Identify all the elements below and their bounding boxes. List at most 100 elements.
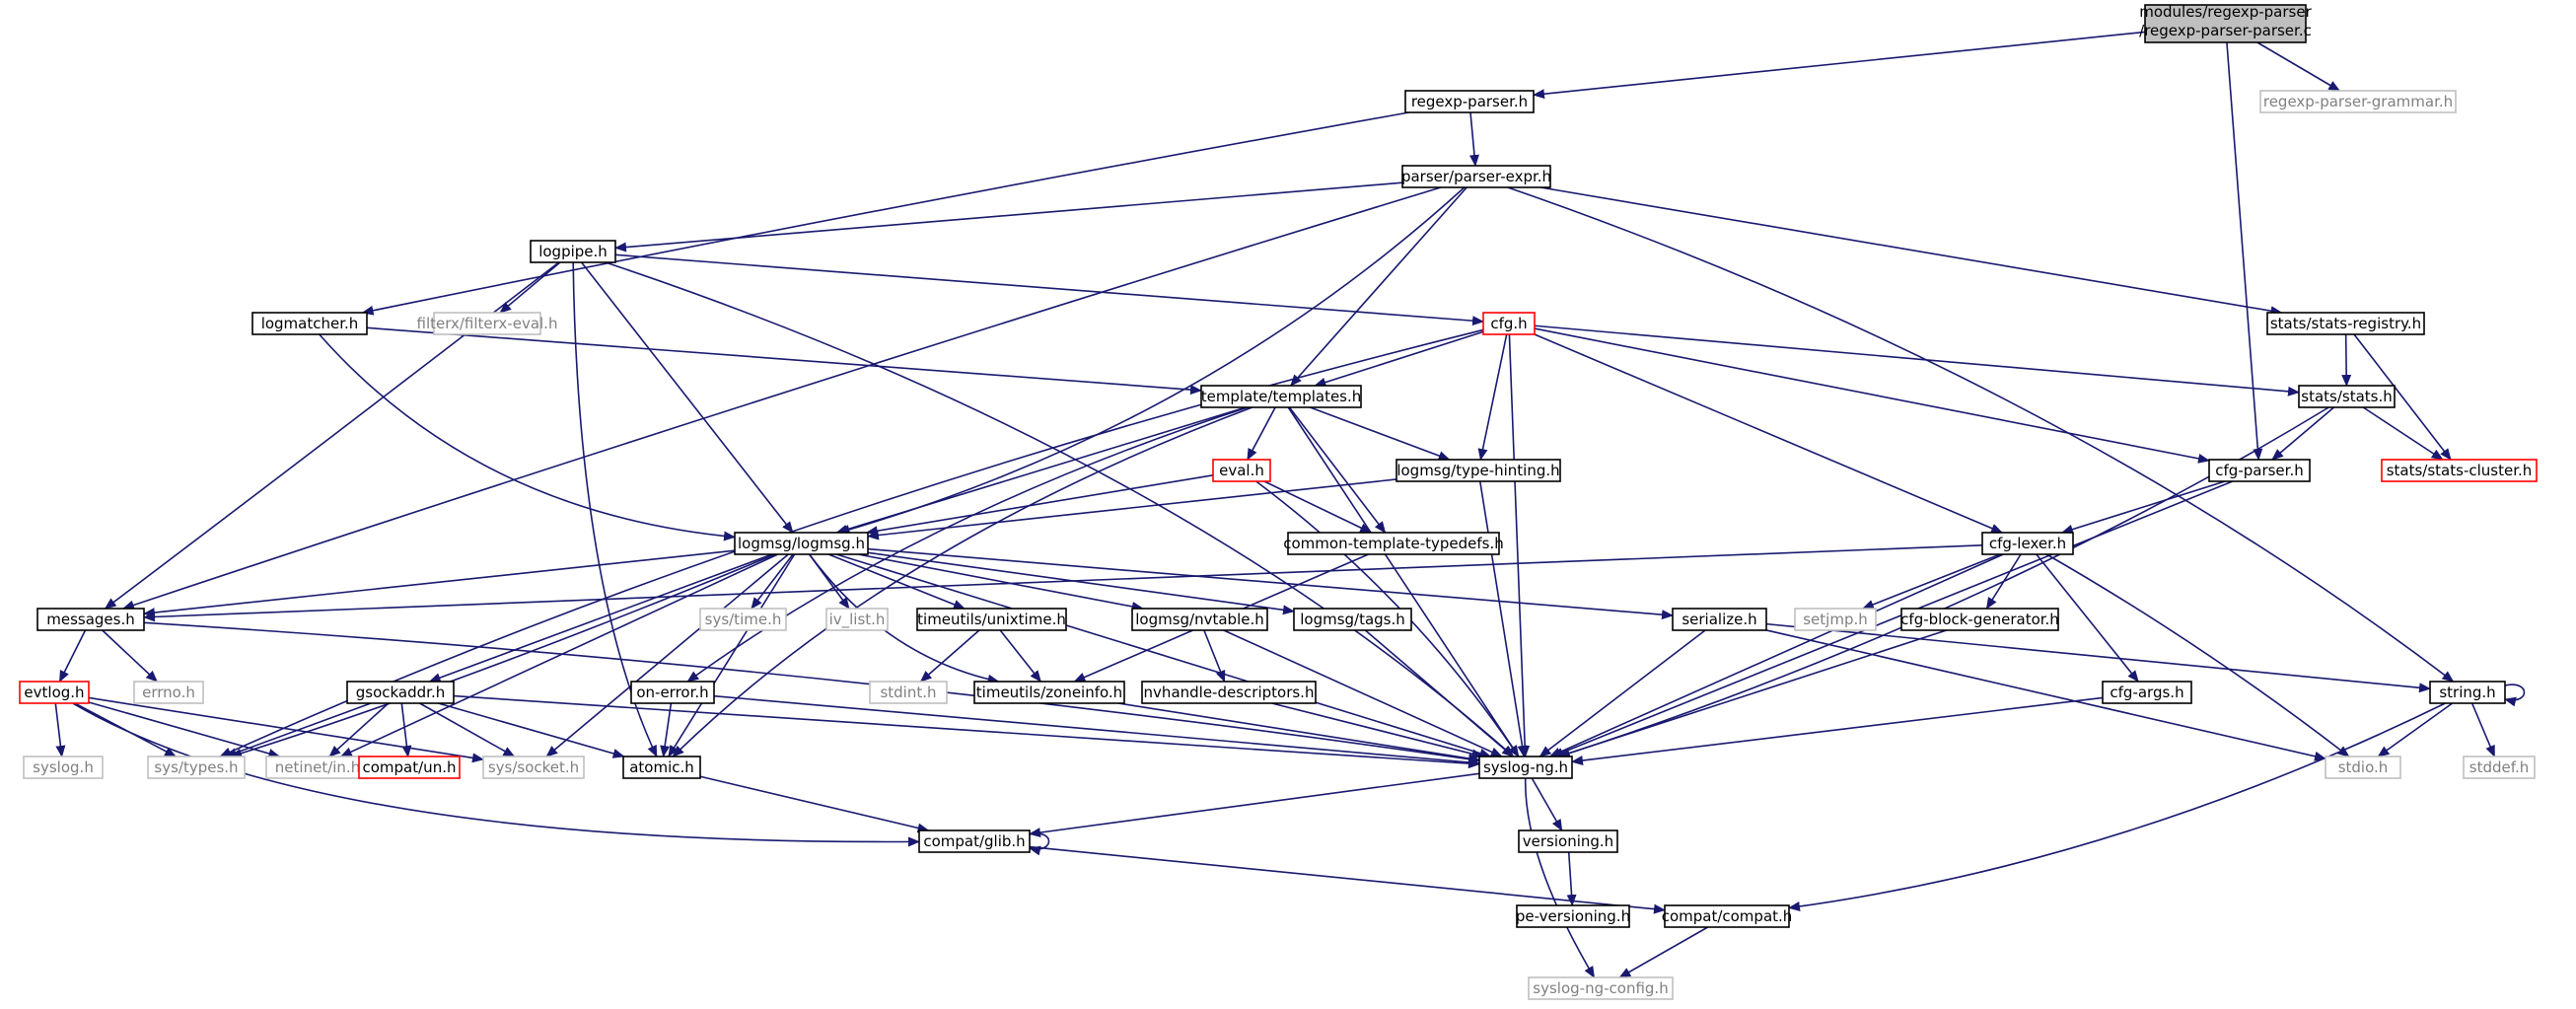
node-box — [1141, 681, 1317, 704]
node-templates-h[interactable]: template/templates.h — [1200, 385, 1362, 408]
node-stdio-h[interactable]: stdio.h — [2325, 756, 2401, 779]
node-box — [916, 608, 1067, 631]
node-label: setjmp.h — [1803, 611, 1868, 628]
node-logmatcher-h[interactable]: logmatcher.h — [251, 312, 368, 335]
node-messages-h[interactable]: messages.h — [36, 608, 145, 631]
edge-cfg-parser-h-to-syslog-ng-h — [1551, 480, 2234, 757]
node-regexp-parser-h[interactable]: regexp-parser.h — [1404, 90, 1535, 113]
node-serialize-h[interactable]: serialize.h — [1672, 608, 1767, 631]
node-syslog-h[interactable]: syslog.h — [23, 756, 104, 779]
node-unixtime-h[interactable]: timeutils/unixtime.h — [916, 608, 1067, 631]
edge-gsockaddr-h-to-sys-types-h — [225, 702, 372, 757]
node-label: timeutils/unixtime.h — [917, 611, 1066, 628]
edge-eval-h-to-logmsg-h — [865, 474, 1214, 537]
node-nhd-h[interactable]: nvhandle-descriptors.h — [1141, 681, 1317, 704]
node-nvtable-h[interactable]: logmsg/nvtable.h — [1131, 608, 1268, 631]
edge-cbg-h-to-syslog-ng-h — [1557, 629, 1947, 758]
node-grammar-h[interactable]: regexp-parser-grammar.h — [2259, 90, 2457, 113]
node-evtlog-h[interactable]: evtlog.h — [19, 681, 90, 704]
node-box — [1212, 459, 1271, 482]
node-cbg-h[interactable]: cfg-block-generator.h — [1900, 608, 2059, 631]
node-label: logmatcher.h — [261, 315, 359, 332]
node-compat-glib-h[interactable]: compat/glib.h — [918, 829, 1031, 853]
node-box — [1672, 608, 1767, 631]
node-box — [2102, 681, 2192, 704]
node-logpipe-h[interactable]: logpipe.h — [530, 240, 616, 263]
node-label: on-error.h — [636, 684, 708, 701]
node-stats-registry-h[interactable]: stats/stats-registry.h — [2266, 312, 2425, 335]
node-on-error-h[interactable]: on-error.h — [630, 681, 715, 704]
node-label: timeutils/zoneinfo.h — [976, 684, 1122, 701]
node-ctd-h[interactable]: common-template-typedefs.h — [1283, 532, 1504, 555]
node-stdint-h[interactable]: stdint.h — [869, 681, 948, 704]
node-label: evtlog.h — [24, 684, 84, 701]
node-syslog-ng-h[interactable]: syslog-ng.h — [1478, 756, 1573, 779]
node-box — [2325, 756, 2401, 779]
edge-root-to-grammar-h — [2256, 41, 2341, 92]
edge-unixtime-h-to-stdint-h — [919, 629, 980, 683]
node-label: compat/un.h — [363, 758, 457, 776]
edge-cfg-h-to-syslog-ng-h — [1508, 333, 1531, 757]
edge-atomic-h-to-compat-glib-h — [699, 775, 930, 833]
edge-serialize-h-to-string-h — [1765, 622, 2431, 693]
node-stats-h[interactable]: stats/stats.h — [2298, 385, 2396, 408]
node-gsockaddr-h[interactable]: gsockaddr.h — [346, 681, 455, 704]
node-iv-list-h[interactable]: iv_list.h — [825, 608, 889, 631]
edge-regexp-parser-h-to-parser-expr-h — [1469, 111, 1479, 167]
node-box — [1516, 904, 1630, 928]
node-sys-time-h[interactable]: sys/time.h — [699, 608, 787, 631]
edge-logmsg-h-to-zoneinfo-h — [809, 553, 1000, 685]
node-netinet-in-h[interactable]: netinet/in.h — [265, 756, 370, 779]
node-string-h[interactable]: string.h — [2429, 681, 2506, 704]
node-compat-compat-h[interactable]: compat/compat.h — [1662, 904, 1793, 928]
node-versioning-h[interactable]: versioning.h — [1518, 829, 1618, 853]
node-label: syslog-ng.h — [1483, 758, 1568, 776]
node-label: regexp-parser.h — [1411, 93, 1528, 110]
node-cfg-args-h[interactable]: cfg-args.h — [2102, 681, 2192, 704]
node-label: cfg-args.h — [2110, 684, 2183, 701]
node-box — [1794, 608, 1877, 631]
edge-evtlog-h-to-syslog-h — [54, 702, 66, 757]
edge-regexp-parser-h-to-logmatcher-h — [361, 111, 1409, 316]
edge-parser-expr-h-to-string-h — [1507, 186, 2455, 683]
edge-gsockaddr-h-to-compat-un-h — [400, 702, 412, 757]
node-logmsg-h[interactable]: logmsg/logmsg.h — [734, 532, 869, 555]
node-cfg-h[interactable]: cfg.h — [1482, 312, 1536, 335]
node-setjmp-h[interactable]: setjmp.h — [1794, 608, 1877, 631]
edge-evtlog-h-to-sys-socket-h — [88, 696, 484, 763]
edge-versioning-h-to-pe-versioning-h — [1566, 851, 1577, 906]
node-sys-socket-h[interactable]: sys/socket.h — [482, 756, 585, 779]
edge-cfg-h-to-templates-h — [1314, 330, 1484, 388]
node-parser-expr-h[interactable]: parser/parser-expr.h — [1401, 165, 1551, 188]
node-cfg-parser-h[interactable]: cfg-parser.h — [2208, 459, 2311, 482]
node-eval-h[interactable]: eval.h — [1212, 459, 1271, 482]
node-stddef-h[interactable]: stddef.h — [2463, 756, 2536, 779]
node-atomic-h[interactable]: atomic.h — [622, 756, 701, 779]
node-filterx-eval-h[interactable]: filterx/filterx-eval.h — [417, 312, 558, 335]
node-errno-h[interactable]: errno.h — [133, 681, 204, 704]
node-box — [825, 608, 889, 631]
node-box — [19, 681, 90, 704]
node-tags-h[interactable]: logmsg/tags.h — [1293, 608, 1412, 631]
node-stats-cluster-h[interactable]: stats/stats-cluster.h — [2381, 459, 2538, 482]
node-type-hinting-h[interactable]: logmsg/type-hinting.h — [1395, 459, 1561, 482]
node-label: stdio.h — [2338, 758, 2389, 776]
edge-root-to-regexp-parser-h — [1533, 31, 2146, 100]
edge-cfg-lexer-h-to-syslog-ng-h — [1548, 553, 2004, 757]
node-box — [2208, 459, 2311, 482]
node-zoneinfo-h[interactable]: timeutils/zoneinfo.h — [973, 681, 1125, 704]
node-root[interactable]: modules/regexp-parser/regexp-parser-pars… — [2139, 3, 2313, 43]
node-label: template/templates.h — [1201, 388, 1362, 405]
node-cfg-lexer-h[interactable]: cfg-lexer.h — [1981, 532, 2074, 555]
node-compat-un-h[interactable]: compat/un.h — [358, 756, 461, 779]
node-syslog-ng-config-h[interactable]: syslog-ng-config.h — [1528, 976, 1674, 1000]
node-box — [433, 312, 541, 335]
node-sys-types-h[interactable]: sys/types.h — [147, 756, 246, 779]
edge-evtlog-h-to-compat-glib-h — [72, 702, 920, 847]
node-box — [1981, 532, 2074, 555]
node-pe-versioning-h[interactable]: pe-versioning.h — [1516, 904, 1630, 928]
edge-string-h-to-stdio-h — [2377, 702, 2454, 757]
node-box — [869, 681, 948, 704]
node-box — [1401, 165, 1551, 188]
edge-parser-expr-h-to-logmsg-h — [837, 186, 1466, 535]
